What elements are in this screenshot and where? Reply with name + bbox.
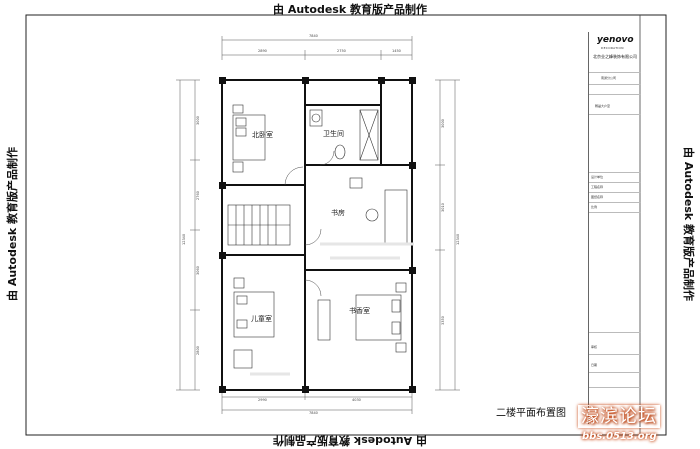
staircase	[227, 204, 291, 246]
dim-bottom-total: 7840	[309, 411, 318, 415]
field-5: 审核	[591, 345, 598, 349]
project-name: 畅晟大户室	[595, 104, 611, 108]
dim-left-1: 3000	[196, 116, 200, 125]
sheet-border	[25, 14, 667, 436]
dim-top-3: 1450	[392, 49, 401, 53]
dimension-lines-top	[221, 36, 413, 60]
field-6: 日期	[591, 363, 598, 367]
dim-top-2: 2750	[337, 49, 346, 53]
dimension-lines-left	[176, 79, 200, 391]
yenovo-logo: yenovo	[597, 35, 634, 45]
bed-southwest	[233, 277, 275, 369]
bed-southeast	[317, 282, 407, 353]
dimension-lines-bottom	[221, 392, 413, 414]
room-label-bedroom-se: 书香室	[349, 307, 370, 315]
room-label-bedroom-north: 北卧室	[252, 131, 273, 139]
title-block: yenovo DECORATION 北京业之峰装饰有限公司 南通分公司 畅晟大户…	[588, 32, 641, 424]
drawing-title: 二楼平面布置图	[496, 408, 566, 419]
bed-north	[232, 104, 266, 173]
dim-right-1: 3000	[441, 119, 445, 128]
dim-left-2: 2760	[196, 191, 200, 200]
dim-left-4: 2800	[196, 346, 200, 355]
forum-url: bbs.0513.org	[582, 431, 657, 442]
study-desk	[349, 177, 408, 246]
cad-selection-artifacts	[250, 242, 414, 376]
room-label-study: 书房	[331, 209, 345, 217]
bathroom-fixtures	[309, 109, 379, 161]
dim-top-1: 2890	[258, 49, 267, 53]
forum-name: 濠滨论坛	[578, 405, 660, 428]
field-3: 图纸名称	[591, 195, 604, 199]
autodesk-watermark-right: 由 Autodesk 教育版产品制作	[682, 146, 695, 302]
dim-top-total: 7840	[309, 34, 318, 38]
dim-left-total: 12340	[182, 233, 186, 245]
dim-right-3: 3350	[441, 316, 445, 325]
field-4: 比例	[591, 205, 598, 209]
dim-right-2: 3010	[441, 203, 445, 212]
dim-bottom-1: 2990	[258, 398, 267, 402]
room-label-bedroom-sw: 儿童室	[251, 315, 272, 323]
forum-watermark: 濠滨论坛	[578, 402, 660, 428]
company-name: 北京业之峰装饰有限公司	[593, 54, 637, 59]
dim-right-total: 12340	[456, 233, 460, 245]
floor-plan-walls	[221, 79, 413, 391]
room-label-bathroom: 卫生间	[323, 130, 344, 138]
branch-name: 南通分公司	[601, 76, 617, 80]
autodesk-watermark-left: 由 Autodesk 教育版产品制作	[6, 146, 19, 302]
door-swings	[284, 150, 335, 297]
dim-left-3: 3060	[196, 266, 200, 275]
logo-subtitle: DECORATION	[601, 46, 624, 50]
dim-bottom-2: 4030	[352, 398, 361, 402]
autodesk-watermark-top: 由 Autodesk 教育版产品制作	[272, 3, 427, 16]
wall-columns	[219, 77, 416, 393]
field-1: 设计单位	[591, 175, 604, 179]
field-2: 工程名称	[591, 185, 604, 189]
dimension-lines-right	[435, 79, 460, 391]
